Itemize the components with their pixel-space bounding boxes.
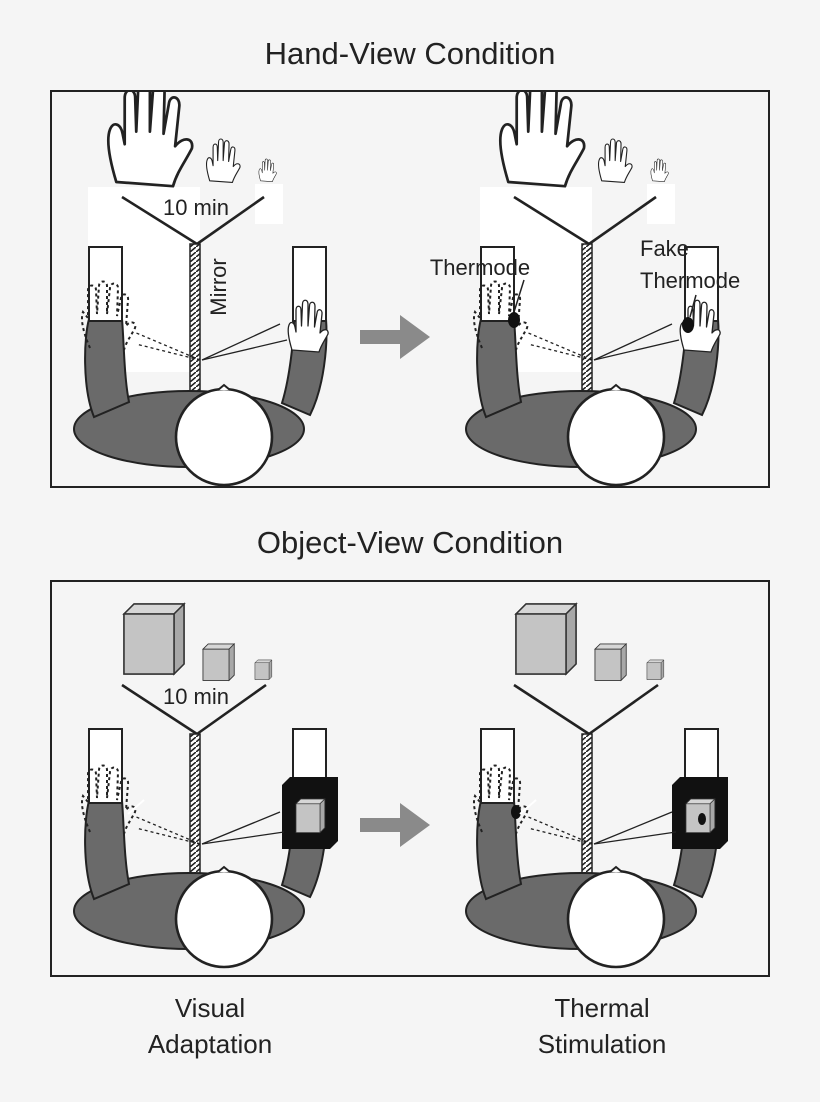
thermal-stimulation-caption: Thermal Stimulation	[492, 990, 712, 1062]
object-view-title: Object-View Condition	[256, 525, 564, 560]
hand-view-diagram: 10 min Mirror	[72, 76, 740, 487]
object-view-stimulation-scene	[464, 603, 728, 969]
fake-thermode-label-line2: Thermode	[640, 268, 740, 293]
medium-cube-icon	[594, 643, 627, 681]
caption-left-line2: Adaptation	[147, 1029, 273, 1059]
small-hand-icon	[258, 158, 277, 182]
large-hand-icon	[106, 76, 194, 188]
large-cube-icon	[515, 603, 577, 675]
hand-view-title: Hand-View Condition	[264, 36, 556, 71]
caption-right-line2: Stimulation	[537, 1029, 667, 1059]
object-view-panel: 10 min	[50, 580, 770, 977]
object-view-adaptation-scene: 10 min	[72, 603, 338, 969]
large-hand-icon	[498, 76, 586, 188]
fake-thermode-label-line1: Fake	[640, 236, 689, 261]
hand-view-panel: 10 min Mirror	[50, 76, 770, 488]
medium-cube-icon	[202, 643, 235, 681]
thermode-icon	[508, 312, 520, 328]
mirror-label: Mirror	[206, 258, 231, 315]
framed-cube-icon	[672, 777, 728, 849]
framed-cube-icon	[282, 777, 338, 849]
arrow-icon	[360, 803, 430, 847]
mirror	[189, 243, 201, 393]
medium-hand-icon	[597, 138, 633, 184]
hand-view-stimulation-scene: Thermode Fake Thermode	[430, 76, 740, 487]
caption-left-line1: Visual	[174, 993, 246, 1023]
mirror	[189, 733, 201, 875]
large-cube-icon	[123, 603, 185, 675]
small-cube-icon	[254, 659, 273, 680]
medium-hand-icon	[205, 138, 241, 184]
small-hand-icon	[650, 158, 669, 182]
mirror	[581, 243, 593, 393]
object-view-diagram: 10 min	[72, 603, 728, 969]
arrow-icon	[360, 315, 430, 359]
visual-adaptation-caption: Visual Adaptation	[100, 990, 320, 1062]
small-cube-icon	[646, 659, 665, 680]
thermode-icon	[511, 805, 521, 819]
caption-right-line1: Thermal	[554, 993, 650, 1023]
thermode-label: Thermode	[430, 255, 530, 280]
mirror	[581, 733, 593, 875]
duration-label: 10 min	[163, 684, 229, 709]
duration-label: 10 min	[163, 195, 229, 220]
fake-thermode-icon	[682, 317, 694, 333]
hand-view-adaptation-scene: 10 min Mirror	[72, 76, 329, 487]
